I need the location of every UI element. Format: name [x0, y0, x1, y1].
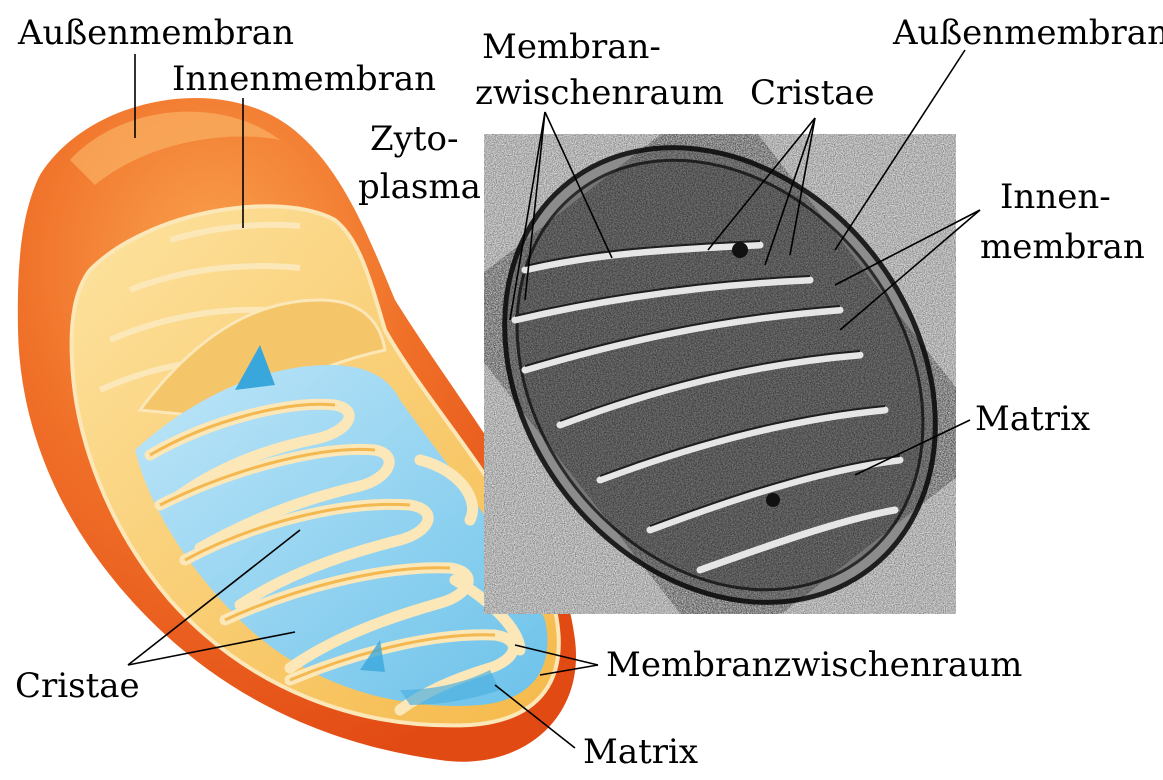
label-intermembrane-left: Membranzwischenraum — [606, 645, 1022, 685]
label-cristae-left: Cristae — [15, 666, 140, 706]
label-em-matrix: Matrix — [975, 399, 1090, 439]
label-em-cristae: Cristae — [750, 73, 875, 113]
label-cytoplasm-line2: plasma — [358, 167, 481, 207]
label-outer-membrane-left: Außenmembran — [17, 13, 294, 53]
label-em-inner-line1: Innen- — [1000, 177, 1111, 217]
electron-micrograph — [416, 62, 1025, 688]
em-granule-shape — [732, 242, 748, 258]
label-em-intermembrane-line2: zwischenraum — [475, 73, 724, 113]
label-cytoplasm-line1: Zyto- — [370, 119, 458, 159]
label-matrix-left: Matrix — [583, 732, 698, 772]
label-inner-membrane-left: Innenmembran — [172, 59, 436, 99]
label-em-intermembrane-line1: Membran- — [482, 27, 661, 67]
em-granule-shape — [766, 493, 780, 507]
label-em-inner-line2: membran — [980, 227, 1145, 267]
label-em-outer-membrane: Außenmembran — [892, 13, 1163, 53]
